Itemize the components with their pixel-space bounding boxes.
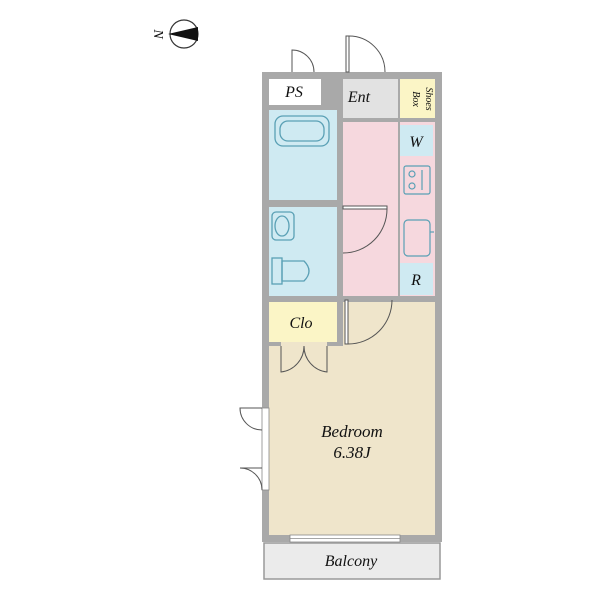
washer-label: W <box>409 134 424 151</box>
wall-closet-bottom-right <box>327 342 343 346</box>
balcony-fill <box>263 542 441 580</box>
bath-fill <box>269 110 337 200</box>
shoes-box-label-line2: Box <box>410 91 421 107</box>
wall-entrance-bottom <box>343 118 435 122</box>
ps-label: PS <box>284 84 303 101</box>
shoes-box-label-line1: Shoes <box>423 87 434 110</box>
compass: N <box>150 19 199 49</box>
closet-fill-top <box>269 302 337 342</box>
wall-shoes-left <box>398 79 400 118</box>
closet-door-icon <box>280 345 328 373</box>
ps-door-icon <box>291 49 315 73</box>
entrance-label: Ent <box>347 89 371 106</box>
stove-icon <box>403 165 431 195</box>
wall-ps-bottom <box>269 105 337 110</box>
compass-needle-icon <box>168 27 198 41</box>
refrigerator-fill <box>400 263 433 295</box>
kitchen-sink-icon <box>403 219 434 257</box>
left-window-door-icon <box>239 407 263 491</box>
toilet-icon <box>271 257 310 285</box>
bedroom-name-label: Bedroom <box>321 422 383 441</box>
balcony-label: Balcony <box>325 553 378 570</box>
ps-fill <box>269 79 321 105</box>
left-window <box>261 407 270 491</box>
wall-toilet-bottom <box>269 296 435 302</box>
interior-walls <box>269 79 435 346</box>
shoes-box-fill <box>400 79 435 118</box>
sink-icon <box>271 211 295 241</box>
refrigerator-label: R <box>410 272 421 289</box>
entrance-door-icon <box>345 35 386 73</box>
bedroom-size-label: 6.38J <box>333 443 372 462</box>
entrance-fill <box>341 79 398 118</box>
compass-label: N <box>150 28 165 39</box>
toilet-door-icon <box>342 205 388 254</box>
washer-fill <box>400 125 433 156</box>
toilet-fill <box>269 207 337 296</box>
wall-closet-bottom <box>269 342 281 346</box>
wall-bath-toilet <box>269 200 337 207</box>
bathtub-icon <box>274 115 330 147</box>
bedroom-door-icon <box>344 299 393 345</box>
wall-core-vertical <box>337 79 343 342</box>
closet-label: Clo <box>289 315 312 332</box>
